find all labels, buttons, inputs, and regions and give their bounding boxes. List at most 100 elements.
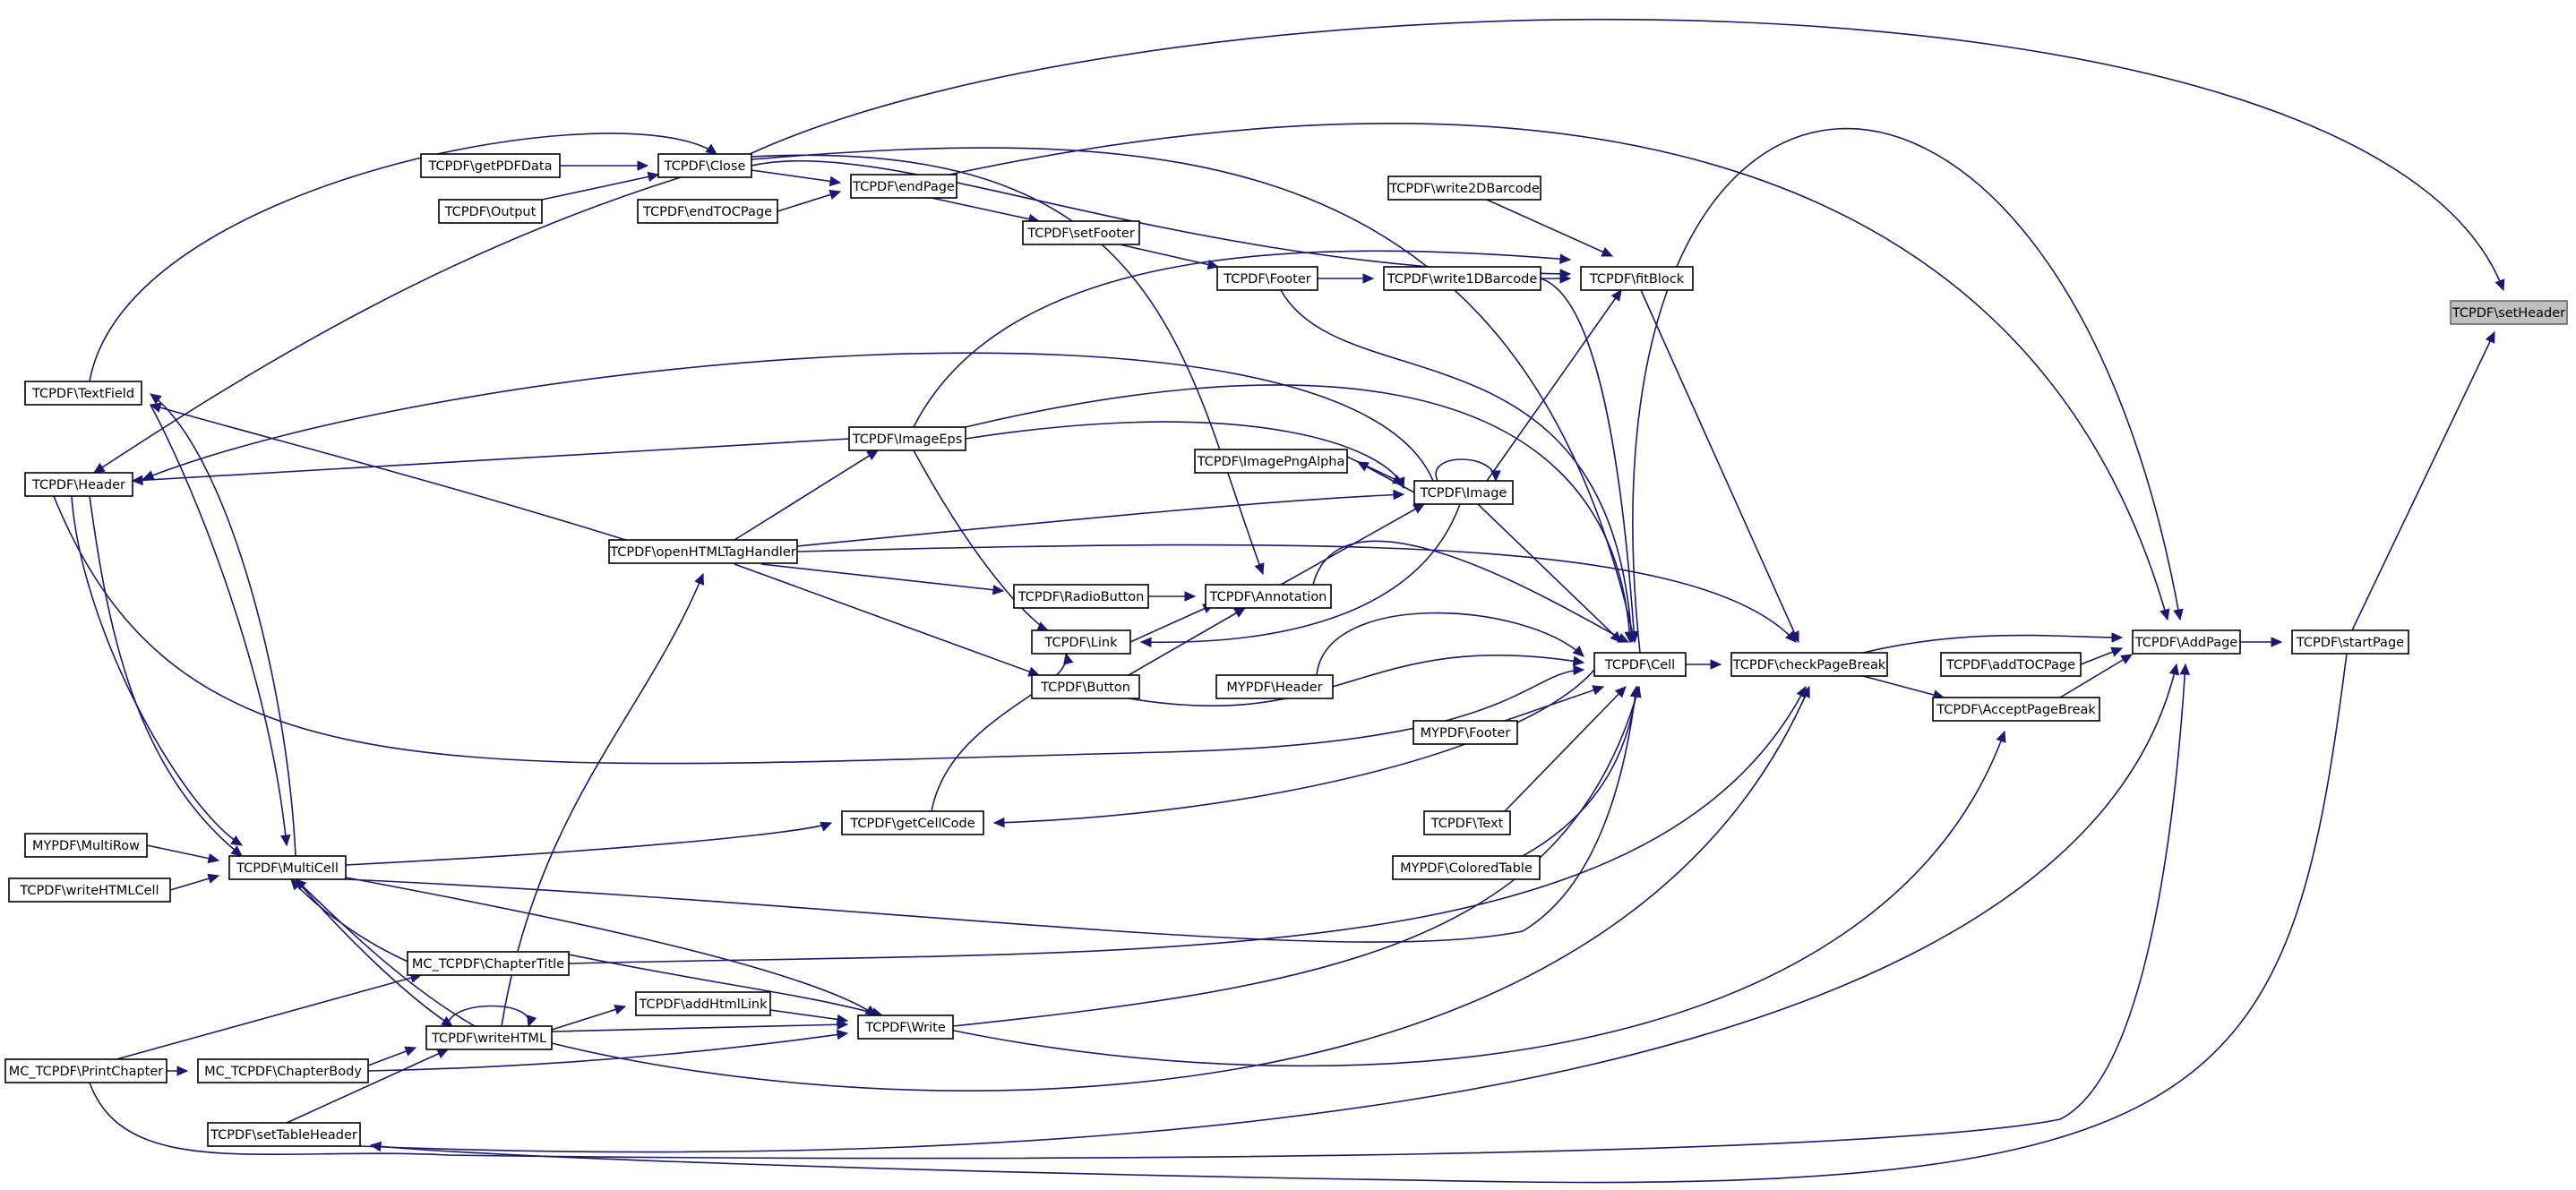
node-Text[interactable]: TCPDF\Text <box>1423 810 1511 835</box>
node-addHtmlLink[interactable]: TCPDF\addHtmlLink <box>635 991 771 1016</box>
node-setFooter[interactable]: TCPDF\setFooter <box>1022 220 1140 245</box>
node-box <box>438 199 543 224</box>
edge-Cell-to-AddPage <box>1632 128 2184 654</box>
edge-AcceptPageBreak-to-AddPage <box>2059 654 2134 698</box>
node-label: TCPDF\setTableHeader <box>210 1128 357 1143</box>
node-getCellCode[interactable]: TCPDF\getCellCode <box>841 810 984 835</box>
node-box <box>1215 674 1334 699</box>
node-MultiCell[interactable]: TCPDF\MultiCell <box>228 855 347 880</box>
arrowhead-icon <box>1254 562 1265 576</box>
edge-line <box>447 1005 530 1027</box>
arrowhead-icon <box>150 393 162 405</box>
node-Cell[interactable]: TCPDF\Cell <box>1593 652 1687 677</box>
node-box <box>420 153 561 178</box>
node-label: TCPDF\writeHTML <box>431 1032 546 1046</box>
node-box <box>1383 266 1541 291</box>
arrowhead-icon <box>207 873 220 884</box>
edge-line <box>551 1023 848 1032</box>
node-setTableHeader[interactable]: TCPDF\setTableHeader <box>207 1122 361 1147</box>
node-box <box>1194 449 1348 474</box>
arrowhead-icon <box>2179 663 2191 675</box>
edge-line <box>1504 686 1604 722</box>
node-label: TCPDF\Annotation <box>1209 590 1327 604</box>
node-ColoredTable[interactable]: MYPDF\ColoredTable <box>1392 855 1541 880</box>
node-MYPDFFooter[interactable]: MYPDF\Footer <box>1413 720 1518 745</box>
arrowhead-icon <box>992 584 1005 595</box>
arrowhead-icon <box>836 1029 849 1040</box>
arrowhead-icon <box>2110 646 2124 657</box>
edge-Image-to-Image <box>1435 458 1501 483</box>
arrowhead-icon <box>1610 289 1622 302</box>
node-Footer[interactable]: TCPDF\Footer <box>1216 266 1318 291</box>
arrowhead-icon <box>1233 607 1247 618</box>
node-label: MC_TCPDF\PrintChapter <box>9 1065 164 1079</box>
node-startPage[interactable]: TCPDF\startPage <box>2291 629 2409 655</box>
node-writeHTMLCell[interactable]: TCPDF\writeHTMLCell <box>8 878 171 903</box>
edge-Write-to-AcceptPageBreak <box>949 730 2006 1067</box>
node-ChapterTitle[interactable]: MC_TCPDF\ChapterTitle <box>407 951 570 976</box>
edge-ChapterTitle-to-checkPageBreak <box>568 685 1807 964</box>
node-ImagePngAlpha[interactable]: TCPDF\ImagePngAlpha <box>1194 449 1348 474</box>
node-Annotation[interactable]: TCPDF\Annotation <box>1205 584 1332 609</box>
node-ImageEps[interactable]: TCPDF\ImageEps <box>848 426 966 451</box>
node-box <box>637 199 778 224</box>
node-RadioButton[interactable]: TCPDF\RadioButton <box>1013 584 1149 609</box>
edge-Annotation-to-Cell <box>1312 540 1630 643</box>
node-Header[interactable]: TCPDF\Header <box>24 472 133 497</box>
edge-openHTMLTagHandler-to-ImageEps <box>734 449 880 541</box>
node-Output[interactable]: TCPDF\Output <box>438 199 543 224</box>
node-fitBlock[interactable]: TCPDF\fitBlock <box>1580 266 1694 291</box>
edge-line <box>760 563 1004 592</box>
arrowhead-icon <box>176 1066 189 1076</box>
node-openHTMLTagHandler[interactable]: TCPDF\openHTMLTagHandler <box>608 539 798 564</box>
node-getPDFData[interactable]: TCPDF\getPDFData <box>420 153 561 178</box>
node-Button[interactable]: TCPDF\Button <box>1031 674 1140 699</box>
edge-Write-to-Cell <box>952 685 1642 1027</box>
edge-checkPageBreak-to-AddPage <box>1862 632 2124 654</box>
node-MYPDFHeader[interactable]: MYPDF\Header <box>1215 674 1334 699</box>
node-write1DBarcode[interactable]: TCPDF\write1DBarcode <box>1383 266 1541 291</box>
arrowhead-icon <box>2120 654 2134 664</box>
node-Write[interactable]: TCPDF\Write <box>857 1014 954 1040</box>
node-endTOCPage[interactable]: TCPDF\endTOCPage <box>637 199 778 224</box>
edge-line <box>1486 289 1622 482</box>
node-box <box>1580 266 1694 291</box>
edge-line <box>931 197 1040 222</box>
node-label: TCPDF\MultiCell <box>236 861 339 876</box>
node-box <box>1031 629 1131 655</box>
node-addTOCPage[interactable]: TCPDF\addTOCPage <box>1940 652 2082 677</box>
node-write2DBarcode[interactable]: TCPDF\write2DBarcode <box>1387 176 1541 201</box>
node-ChapterBody[interactable]: MC_TCPDF\ChapterBody <box>197 1058 369 1083</box>
node-label: TCPDF\setFooter <box>1026 227 1135 241</box>
edge-line <box>749 18 2504 291</box>
node-label: TCPDF\checkPageBreak <box>1732 658 1886 672</box>
arrowhead-icon <box>2271 637 2283 647</box>
node-writeHTML[interactable]: TCPDF\writeHTML <box>425 1025 553 1050</box>
node-AddPage[interactable]: TCPDF\AddPage <box>2132 629 2241 655</box>
edge-ImagePngAlpha-to-Image <box>1346 456 1405 484</box>
node-AcceptPageBreak[interactable]: TCPDF\AcceptPageBreak <box>1932 697 2100 722</box>
edge-MYPDFFooter-to-Cell <box>1504 685 1605 722</box>
node-PrintChapter[interactable]: MC_TCPDF\PrintChapter <box>4 1058 167 1083</box>
node-TextField[interactable]: TCPDF\TextField <box>24 381 142 406</box>
edge-layer <box>53 18 2505 1184</box>
arrowhead-icon <box>1393 489 1405 501</box>
node-setHeader[interactable]: TCPDF\setHeader <box>2450 300 2568 325</box>
edge-line <box>295 878 476 1027</box>
edge-line <box>1128 607 1246 676</box>
arrowhead-icon <box>614 1004 627 1014</box>
edge-line <box>1280 503 1425 586</box>
edge-setTableHeader-to-AddPage <box>359 663 2180 1153</box>
arrowhead-icon <box>1139 637 1152 648</box>
node-Image[interactable]: TCPDF\Image <box>1413 480 1514 505</box>
node-MultiRow[interactable]: MYPDF\MultiRow <box>24 833 148 858</box>
edge-line <box>1862 634 2123 654</box>
node-checkPageBreak[interactable]: TCPDF\checkPageBreak <box>1730 652 1888 677</box>
node-Close[interactable]: TCPDF\Close <box>657 153 752 178</box>
node-endPage[interactable]: TCPDF\endPage <box>850 174 957 199</box>
edge-line <box>751 147 1636 643</box>
edge-openHTMLTagHandler-to-TextField <box>149 402 664 552</box>
node-box <box>1413 480 1514 505</box>
node-Link[interactable]: TCPDF\Link <box>1031 629 1131 655</box>
edge-setFooter-to-Footer <box>1119 244 1220 270</box>
